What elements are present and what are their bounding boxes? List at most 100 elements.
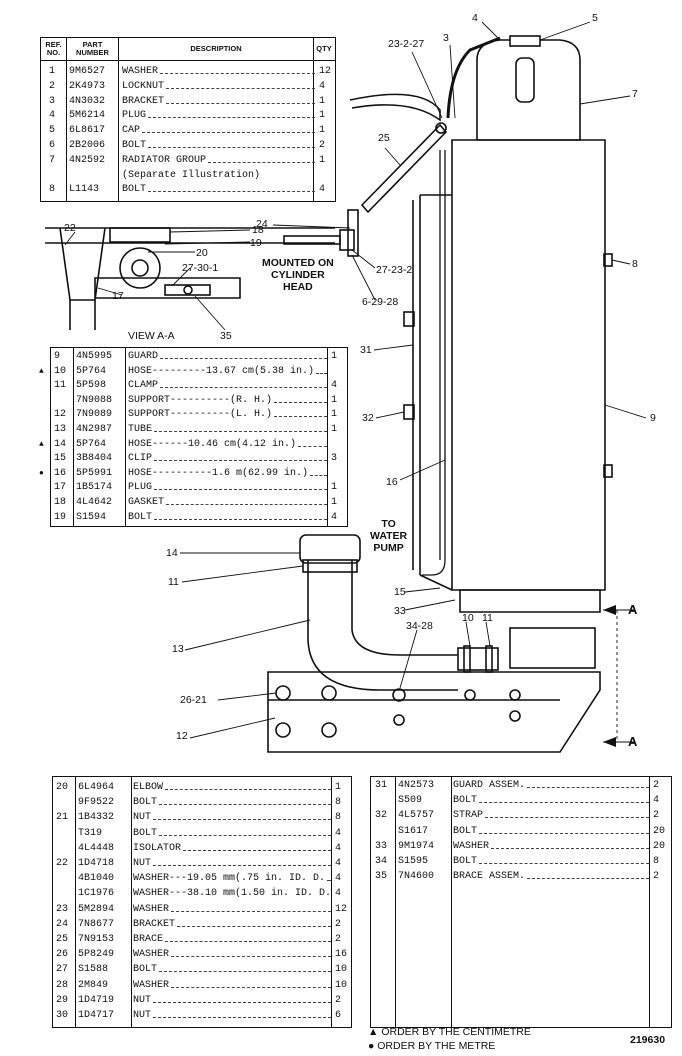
ref-no: 18 [54,497,67,508]
ref-no: 3 [49,95,56,107]
part-number: S1617 [398,825,429,837]
ref-no: 1 [49,66,56,77]
callout-32: 32 [362,412,374,424]
description: CLAMP [128,380,159,392]
callout-5: 5 [592,12,598,24]
description: SUPPORT----------(L. H.) [128,409,273,421]
callout-12: 12 [176,730,188,742]
quantity: 2 [335,994,342,1006]
ref-no: 5 [49,125,56,137]
table-row: (Separate Illustration) [41,170,335,182]
quantity: 20 [653,840,666,852]
quantity: 1 [319,125,326,137]
col-header-qty: QTY [316,44,332,53]
ref-no: 26 [56,949,69,961]
part-number: 9F9522 [78,797,115,809]
quantity: 8 [335,797,342,809]
quantity: 2 [335,918,342,930]
callout-34-28: 34-28 [406,620,433,632]
footnote-centimetre-text: ORDER BY THE CENTIMETRE [381,1026,531,1038]
dot-leader [160,358,327,359]
description: WASHER---19.05 mm(.75 in. ID. D. [133,873,326,885]
quantity: 10 [335,979,348,991]
dot-leader [310,474,327,476]
view-callout-18: 18 [252,224,264,236]
centimetre-mark: ▲ [368,1026,379,1038]
ref-no: 24 [56,918,69,930]
dot-leader [159,971,331,973]
part-number: 6L4964 [78,782,115,793]
part-number: 1B5174 [76,482,113,494]
dot-leader [153,1001,331,1003]
description: GUARD ASSEM. [453,780,526,791]
callout-7: 7 [632,88,638,100]
callout-8: 8 [632,258,638,270]
quantity: 10 [335,964,348,976]
part-number: 1B4332 [78,812,115,824]
dot-leader [166,504,327,505]
quantity: 6 [335,1010,342,1021]
description: GUARD [128,351,159,362]
dot-leader [166,87,315,89]
description: HOSE----------1.6 m(62.99 in.) [128,467,309,479]
dot-leader [327,880,331,882]
quantity: 1 [331,497,338,508]
part-number: 5M2894 [78,903,115,915]
description: BOLT [128,511,153,523]
description: STRAP [453,810,484,822]
part-number: S509 [398,795,423,807]
description: ISOLATOR [133,842,182,854]
quantity: 2 [335,934,342,945]
dot-leader [154,431,327,432]
description: WASHER---38.10 mm(1.50 in. ID. D. [133,888,332,900]
figure-number: 219630 [630,1034,666,1046]
part-number: 5P764 [76,365,107,377]
dot-leader [154,460,327,462]
tube-13 [307,560,458,691]
part-number: 6L8617 [69,125,106,137]
description: TUBE [128,424,153,435]
part-number: 4L4642 [76,497,113,508]
description: BOLT [133,827,158,839]
callout-26-21: 26-21 [180,694,207,706]
part-number: 5P764 [76,438,107,450]
dot-leader [165,789,331,790]
description: ELBOW [133,782,164,793]
view-callout-35: 35 [220,330,232,342]
ref-no: 6 [49,140,56,151]
dot-leader [491,847,649,849]
part-number: 1C1976 [78,888,115,900]
part-number: 9M6527 [69,66,106,77]
ref-no: 23 [56,903,69,915]
dot-leader [153,865,331,866]
ref-no: 30 [56,1010,69,1021]
description: HOSE------10.46 cm(4.12 in.) [128,438,297,450]
view-callout-27-30-1: 27-30-1 [182,262,219,274]
dot-leader [160,73,315,74]
description: NUT [133,858,152,869]
quantity: 1 [331,351,338,362]
section-marker-a-top: A [628,602,638,617]
dot-leader [160,387,327,389]
description: BOLT [453,795,478,807]
quantity: 12 [319,66,332,77]
order-mark: ▲ [39,366,44,376]
quantity: 8 [653,856,660,867]
